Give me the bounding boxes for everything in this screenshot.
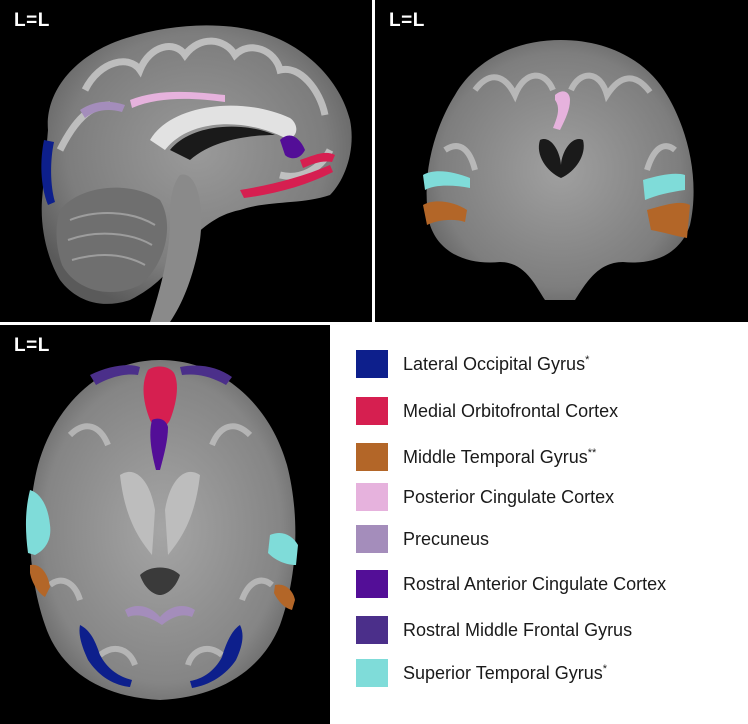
- cerebellum: [56, 187, 168, 293]
- middle-temporal-right-overlay: [647, 202, 690, 238]
- lateral-occipital-overlay: [41, 140, 55, 205]
- legend-item-lateral-occipital: Lateral Occipital Gyrus*: [356, 349, 589, 379]
- axial-brain-image: [25, 360, 298, 700]
- rostral-anterior-cingulate-overlay: [150, 418, 168, 470]
- significance-mark: **: [587, 446, 597, 459]
- internal-capsule: [120, 471, 200, 555]
- posterior-cingulate-overlay: [130, 91, 225, 108]
- medial-orbitofrontal-overlay: [240, 165, 333, 198]
- lateral-ventricles: [538, 139, 584, 178]
- sagittal-brain-panel: L=L: [0, 0, 372, 322]
- legend-swatch: [356, 570, 388, 598]
- precuneus-overlay: [125, 605, 195, 625]
- brainstem: [150, 174, 202, 322]
- legend-label: Lateral Occipital Gyrus: [403, 353, 586, 374]
- legend-swatch: [356, 397, 388, 425]
- legend-swatch: [356, 616, 388, 644]
- superior-temporal-right-overlay: [268, 533, 298, 565]
- coronal-brain-image: [423, 40, 694, 300]
- axial-orientation-label: L=L: [14, 335, 50, 356]
- legend-swatch: [356, 350, 388, 378]
- rostral-anterior-cingulate-overlay: [280, 135, 305, 159]
- legend-item-rostral-middle-frontal: Rostral Middle Frontal Gyrus: [356, 615, 632, 645]
- significance-mark: *: [602, 662, 608, 675]
- legend-item-precuneus: Precuneus: [356, 524, 489, 554]
- region-legend: Lateral Occipital Gyrus* Medial Orbitofr…: [330, 325, 748, 724]
- legend-label: Medial Orbitofrontal Cortex: [403, 400, 619, 421]
- corpus-callosum: [150, 105, 297, 150]
- lateral-occipital-right-overlay: [190, 625, 243, 688]
- superior-temporal-left-overlay: [423, 171, 470, 190]
- significance-mark: *: [585, 353, 590, 366]
- legend-label: Rostral Anterior Cingulate Cortex: [403, 573, 667, 594]
- legend-item-superior-temporal: Superior Temporal Gyrus*: [356, 658, 607, 688]
- rostral-middle-frontal-right-overlay: [180, 365, 232, 385]
- precuneus-overlay: [80, 101, 125, 118]
- superior-temporal-right-overlay: [643, 173, 685, 200]
- axial-brain-shape: [29, 360, 296, 700]
- axial-brain-panel: L=L: [0, 325, 330, 724]
- legend-label: Superior Temporal Gyrus: [403, 662, 603, 683]
- legend-item-middle-temporal: Middle Temporal Gyrus**: [356, 442, 596, 472]
- posterior-cingulate-overlay: [553, 91, 570, 130]
- legend-item-medial-orbitofrontal: Medial Orbitofrontal Cortex: [356, 396, 618, 426]
- legend-swatch: [356, 483, 388, 511]
- medial-orbitofrontal-overlay: [143, 366, 177, 428]
- legend-swatch: [356, 443, 388, 471]
- sagittal-brain-image: [41, 25, 352, 322]
- legend-label: Posterior Cingulate Cortex: [403, 486, 615, 507]
- sagittal-orientation-label: L=L: [14, 10, 50, 31]
- lateral-occipital-left-overlay: [79, 625, 132, 687]
- superior-temporal-left-overlay: [25, 490, 51, 555]
- legend-item-posterior-cingulate: Posterior Cingulate Cortex: [356, 482, 614, 512]
- rostral-middle-frontal-left-overlay: [90, 365, 140, 385]
- legend-label: Middle Temporal Gyrus: [403, 446, 588, 467]
- legend-label: Precuneus: [403, 528, 490, 549]
- legend-item-rostral-anterior-cingulate: Rostral Anterior Cingulate Cortex: [356, 569, 666, 599]
- coronal-orientation-label: L=L: [389, 10, 425, 31]
- legend-label: Rostral Middle Frontal Gyrus: [403, 619, 633, 640]
- middle-temporal-left-overlay: [30, 564, 50, 597]
- legend-swatch: [356, 525, 388, 553]
- middle-temporal-left-overlay: [423, 201, 467, 225]
- coronal-brain-panel: L=L: [375, 0, 748, 322]
- middle-temporal-right-overlay: [274, 584, 295, 610]
- legend-swatch: [356, 659, 388, 687]
